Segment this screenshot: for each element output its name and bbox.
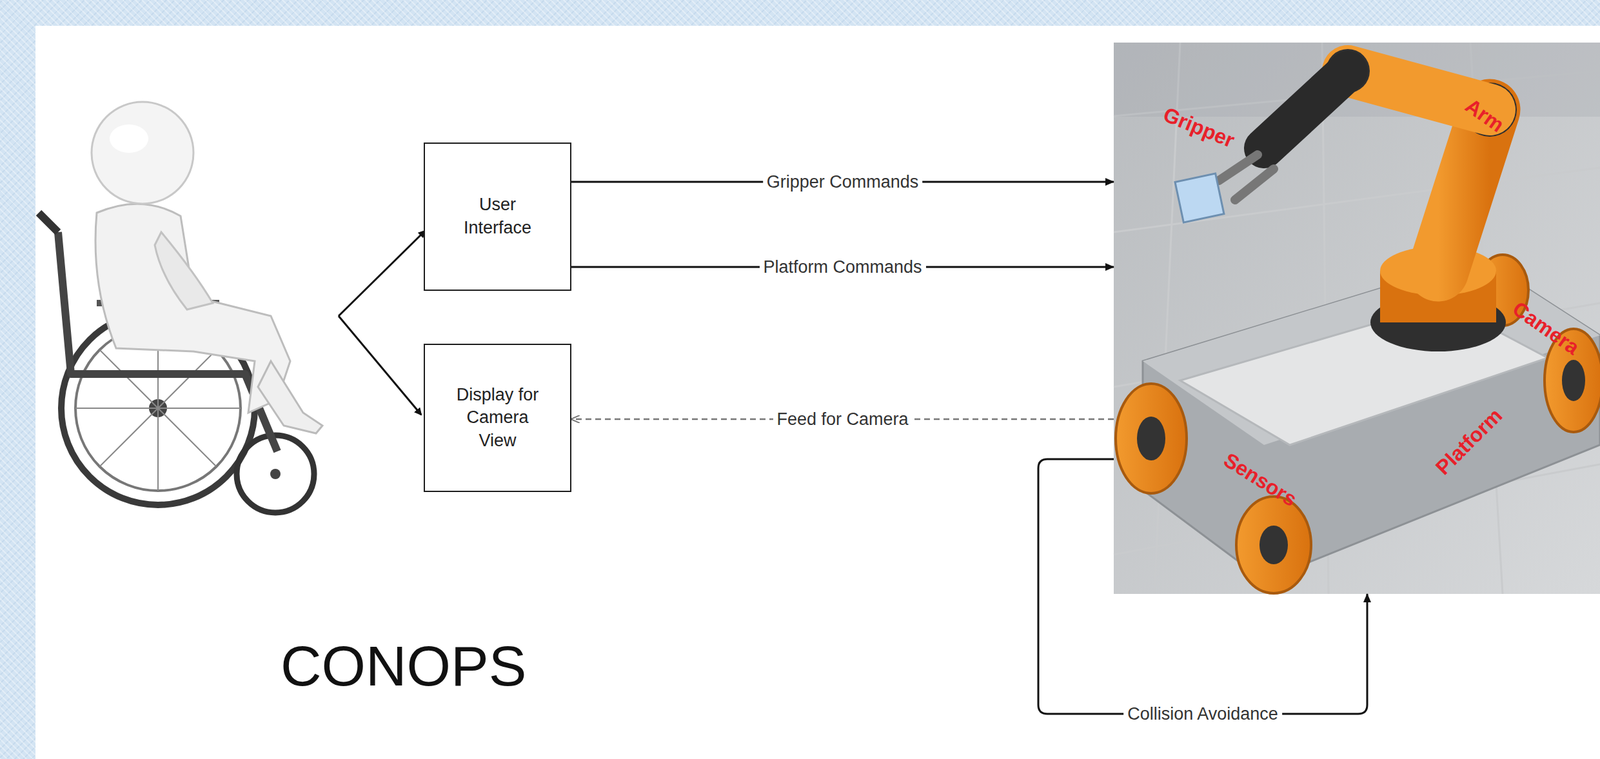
user-arrow: [338, 316, 422, 415]
box-label: User Interface: [449, 193, 547, 240]
process-box: Display for Camera View: [423, 343, 572, 493]
robot-picture: Gripper ArmCameraSensors Platform: [1113, 42, 1600, 594]
part-label: Platform: [1431, 403, 1508, 480]
part-label: Arm: [1460, 93, 1509, 137]
part-label: Camera: [1507, 296, 1584, 360]
process-box: User Interface: [423, 142, 572, 291]
user-arrow: [338, 230, 425, 317]
arrow: [1038, 459, 1368, 714]
edge-label: Feed for Camera: [772, 409, 912, 430]
box-label: Display for Camera View: [449, 383, 547, 453]
robot-illustration: [1113, 42, 1600, 594]
edge-label: Collision Avoidance: [1123, 704, 1283, 725]
part-label: Sensors: [1219, 448, 1302, 512]
edge-label: Gripper Commands: [762, 172, 923, 193]
diagram-title: CONOPS: [280, 633, 527, 700]
part-label: Gripper: [1159, 102, 1238, 153]
edge-label: Platform Commands: [759, 257, 926, 278]
wheelchair-user: [38, 101, 323, 513]
